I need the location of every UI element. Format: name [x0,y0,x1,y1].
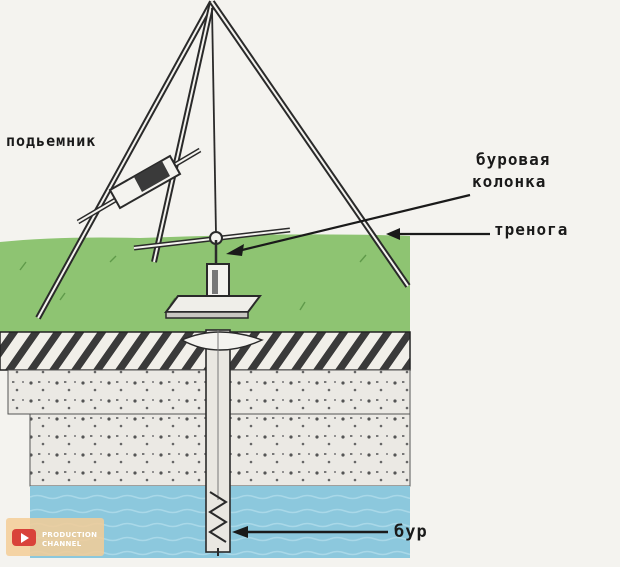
label-drill-column-line2: колонка [472,172,547,191]
watermark-line2: CHANNEL [42,540,82,548]
label-hoist: подьемник [6,132,97,150]
play-icon [12,529,36,546]
pointer-tripod [386,228,490,240]
label-drill: бур [394,522,428,542]
channel-watermark: PRODUCTION CHANNEL [6,518,104,556]
drill-bit [208,491,228,543]
borehole-bulge [180,331,264,351]
label-drill-column-line1: буровая [476,150,551,169]
drill-column [133,227,291,299]
pointer-drill-column [226,193,471,256]
rope [211,7,217,235]
pointer-drill [232,526,388,538]
label-tripod: тренога [494,220,569,239]
grass-texture [19,254,367,311]
hoist-winch [76,147,202,225]
watermark-line1: PRODUCTION [42,531,98,539]
base-plate [164,295,262,319]
grass-layer [0,234,410,332]
